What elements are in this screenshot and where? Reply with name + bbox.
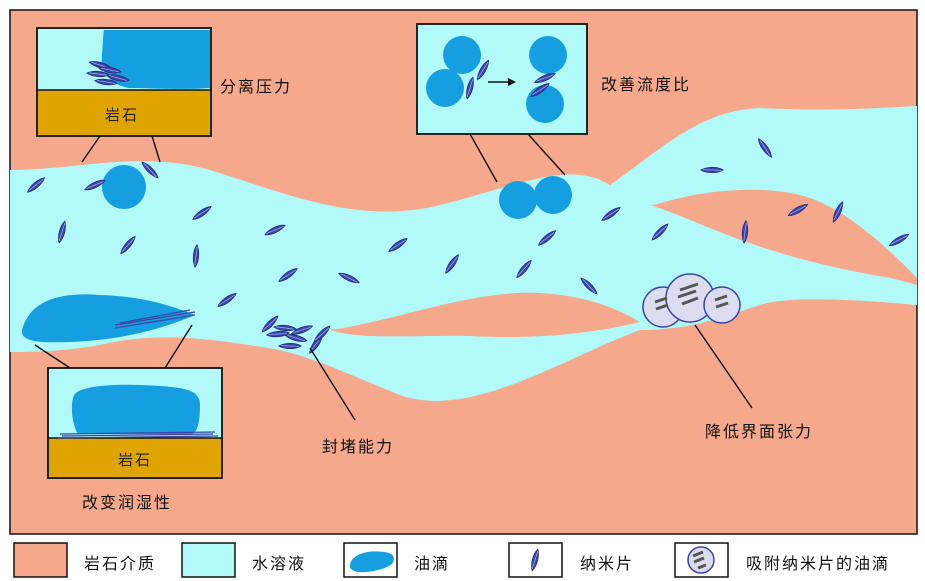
adsorbed-sheet-layer [114, 309, 196, 329]
label-ift: 降低界面张力 [705, 422, 814, 441]
inset-mobility-ratio [416, 23, 588, 135]
label-wettability: 改变润湿性 [82, 493, 173, 512]
leader-lines [34, 133, 753, 421]
legend-swatch-water [181, 542, 236, 578]
oil-droplet [534, 176, 572, 214]
legend-label-water: 水溶液 [252, 554, 307, 573]
oil-droplet [499, 181, 537, 219]
legend-swatch-coated [687, 546, 715, 574]
oil-droplet-wall [21, 294, 195, 343]
label-mobility-ratio: 改善流度比 [601, 75, 692, 94]
rock-label-top-inset: 岩石 [105, 106, 140, 124]
legend-label-coated: 吸附纳米片的油滴 [746, 554, 891, 573]
legend-label-oil: 油滴 [414, 554, 451, 573]
label-disjoining-pressure: 分离压力 [220, 77, 293, 96]
rock-island-right [655, 189, 917, 285]
rock-label-bottom-inset: 岩石 [118, 451, 153, 469]
water-channel [10, 106, 917, 401]
inset-disjoining-pressure [36, 27, 212, 137]
oil-droplet [102, 165, 146, 209]
legend-swatch-rock [13, 542, 68, 578]
label-plugging: 封堵能力 [322, 437, 395, 456]
legend-label-rock: 岩石介质 [84, 554, 157, 573]
legend-swatch-oil [349, 551, 394, 573]
sheet-coated-droplets [642, 273, 741, 328]
legend-label-sheet: 纳米片 [580, 554, 635, 573]
rock-island-center [330, 292, 640, 338]
inset-wettability [47, 367, 223, 479]
